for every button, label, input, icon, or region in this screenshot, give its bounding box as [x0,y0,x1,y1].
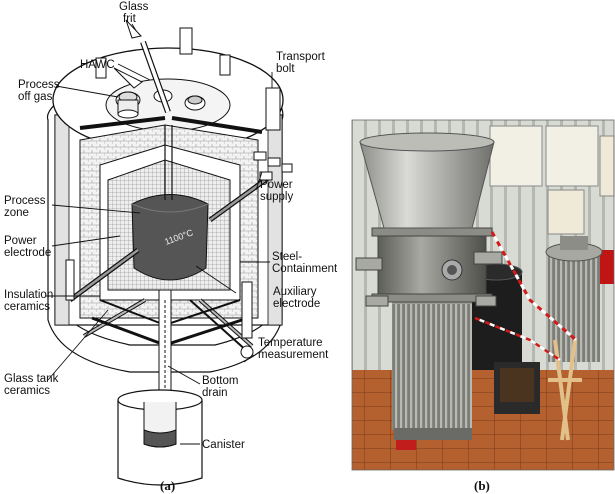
label-temperature-measurement-line2: measurement [258,349,329,361]
glass-melt-pool [131,194,209,281]
label-glass-frit-line2: frit [123,13,137,25]
label-steel-containment: Steel- [272,251,302,263]
label-glass-tank-ceramics-line2: ceramics [4,385,50,397]
leader-lines [46,23,273,445]
label-process-off-gas-line2: off gas [18,91,53,103]
melter-unit [355,132,503,450]
label-temperature-measurement: Temperature [258,337,323,349]
transport-bolt [265,87,281,131]
melter-diagram: Glass frit HAWC Process off gas Transpor… [4,1,338,486]
melter-photo [351,119,615,471]
caption-a: (a) [160,478,175,493]
off-gas-port [115,91,141,119]
label-glass-tank-ceramics: Glass tank [4,373,59,385]
label-power-electrode: Power [4,235,37,247]
label-insulation-ceramics: Insulation [4,289,53,301]
label-process-off-gas: Process [18,79,60,91]
label-transport-bolt: Transport [276,51,326,63]
barrier-tape [490,231,577,342]
label-power-supply-line2: supply [260,191,293,203]
label-canister: Canister [202,439,245,451]
label-auxiliary-electrode-line2: electrode [273,298,320,310]
label-hawc: HAWC [80,59,115,71]
label-transport-bolt-line2: bolt [276,63,295,75]
canister [117,389,203,486]
caption-b: (b) [474,478,490,493]
label-bottom-drain: Bottom [202,375,238,387]
label-auxiliary-electrode: Auxiliary [273,286,317,298]
label-process-zone: Process [4,195,46,207]
hawc-arrow [113,67,143,89]
label-bottom-drain-line2: drain [202,387,228,399]
glass-frit-arrow [125,19,142,39]
label-insulation-ceramics-line2: ceramics [4,301,50,313]
label-steel-containment-line2: Containment [272,263,338,275]
label-power-electrode-line2: electrode [4,247,51,259]
temperature-probe [189,299,249,353]
label-process-zone-line2: zone [4,207,29,219]
label-power-supply: Power [260,179,293,191]
label-glass-frit: Glass [119,1,149,13]
power-supply-terminals [253,151,293,181]
